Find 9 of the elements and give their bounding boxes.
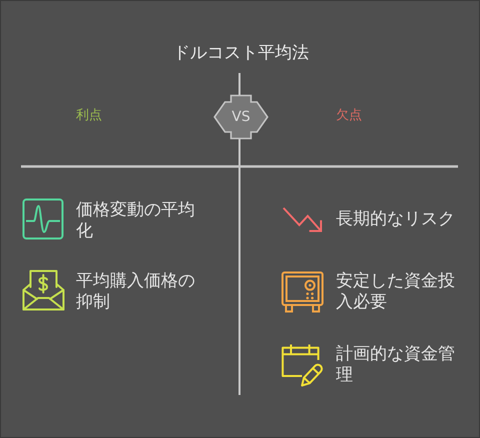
item-text: 平均購入価格の抑制: [76, 271, 196, 313]
item-text: 長期的なリスク: [336, 209, 455, 230]
column-heading: 利点: [76, 108, 102, 124]
item-text: 価格変動の平均化: [76, 200, 196, 242]
title: ドルコスト平均法: [173, 42, 309, 64]
item-text: 計画的な資金管理: [336, 344, 456, 386]
column-heading: 欠点: [336, 108, 362, 124]
hexagon-badge: VS: [213, 94, 269, 140]
item-text: 安定した資金投入必要: [336, 271, 456, 313]
